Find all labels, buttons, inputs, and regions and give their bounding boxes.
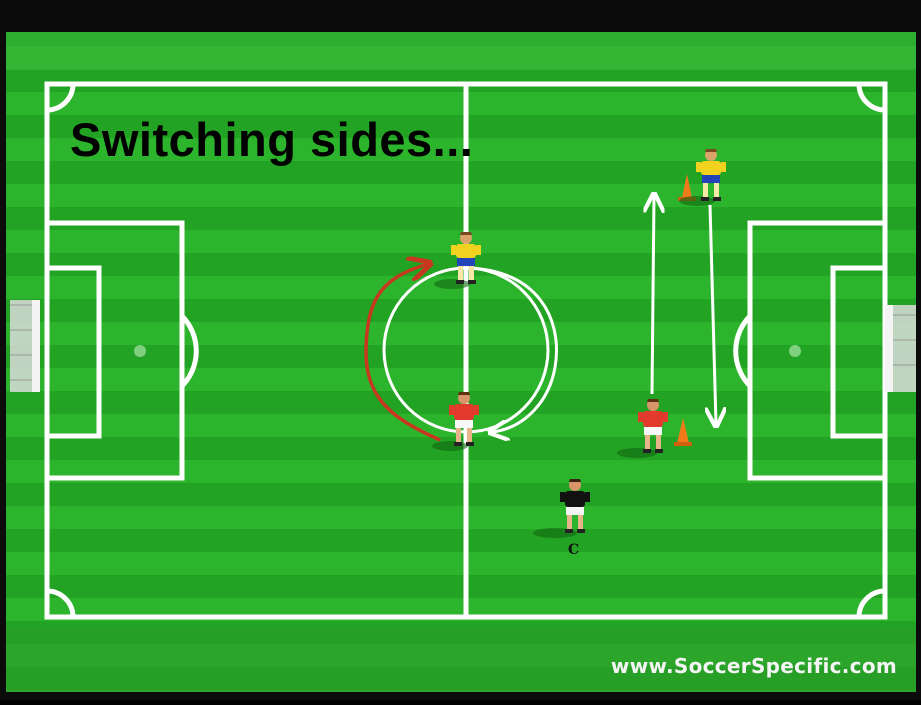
left-goal	[10, 300, 40, 392]
right-goal	[885, 305, 916, 392]
diagram-title: Switching sides...	[70, 112, 473, 167]
coach-label: C	[568, 542, 579, 558]
watermark-text: www.SoccerSpecific.com	[611, 654, 897, 678]
up-arrow	[652, 196, 654, 394]
right-penalty-spot	[789, 345, 801, 357]
pitch-top-band	[6, 32, 916, 70]
left-penalty-spot	[134, 345, 146, 357]
